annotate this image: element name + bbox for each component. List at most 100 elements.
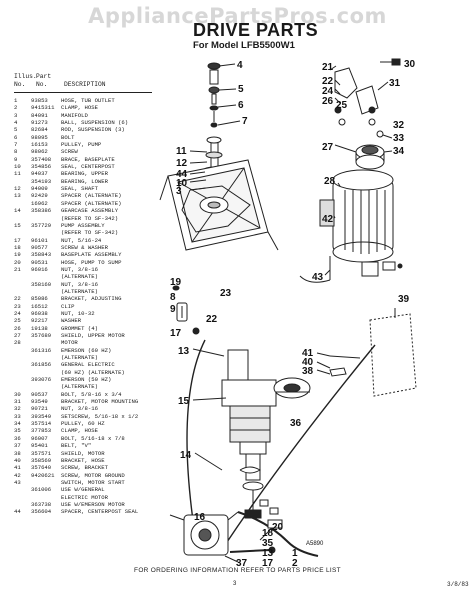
part-description: GENERAL ELECTRIC xyxy=(61,361,115,369)
part-number: 357689 xyxy=(31,332,52,339)
part-number: 96007 xyxy=(31,434,48,442)
part-description: SETSCREW, 5/16-18 x 1/2 xyxy=(61,412,139,420)
parts-list-row: (ALTERNATE) xyxy=(14,288,174,295)
part-number: 95401 xyxy=(31,442,48,450)
callout-22-top: 22 xyxy=(322,76,334,87)
illus-number: 26 xyxy=(14,324,21,332)
callout-12: 12 xyxy=(176,158,188,169)
col-description: DESCRIPTION xyxy=(64,81,106,88)
callout-39: 39 xyxy=(398,294,410,305)
part-number: 98095 xyxy=(31,133,48,141)
illus-number: 10 xyxy=(14,163,21,171)
callout-36: 36 xyxy=(290,418,302,429)
part-description: EMERSON (50 HZ) xyxy=(61,376,112,384)
part-description: BOLT, 5/8-16 x 3/4 xyxy=(61,390,122,398)
illus-number: 44 xyxy=(14,508,21,516)
header-divider xyxy=(14,92,152,93)
part-description: (REFER TO SF-342) xyxy=(61,229,119,237)
part-number: 357640 xyxy=(31,464,52,472)
illus-number: 27 xyxy=(14,332,21,339)
parts-list-row: ELECTRIC MOTOR xyxy=(14,494,174,501)
part-description: (60 HZ) (ALTERNATE) xyxy=(61,368,125,376)
document-code: 3/8/83 xyxy=(447,581,469,588)
callout-9: 9 xyxy=(170,304,176,315)
part-number: 93853 xyxy=(31,97,48,104)
model-subtitle: For Model LFB5500W1 xyxy=(193,40,295,51)
callout-23: 23 xyxy=(220,288,232,299)
part-description: EMERSON (60 HZ) xyxy=(61,346,112,354)
part-description: BALL, SUSPENSION (6) xyxy=(61,119,129,127)
part-description: BOLT, 5/16-18 x 7/8 xyxy=(61,434,125,442)
figure-ref-code: A5890 xyxy=(306,541,324,547)
part-number: 16512 xyxy=(31,302,48,310)
illus-number: 23 xyxy=(14,302,21,310)
part-number: 85086 xyxy=(31,295,48,303)
callout-34: 34 xyxy=(393,146,405,157)
illus-number: 11 xyxy=(14,170,21,178)
illus-number: 6 xyxy=(14,133,18,141)
parts-list-row: (ALTERNATE) xyxy=(14,354,174,361)
part-number: 90531 xyxy=(31,258,48,266)
part-description: BELT, "V" xyxy=(61,442,92,450)
parts-list-row: (ALTERNATE) xyxy=(14,273,174,280)
part-description: BRACE, BASEPLATE xyxy=(61,155,115,163)
part-description: SHIELD, MOTOR xyxy=(61,449,105,457)
part-number: 94037 xyxy=(31,170,48,178)
illus-number: 14 xyxy=(14,207,21,215)
part-description: BRACKET, MOTOR MOUNTING xyxy=(61,398,139,406)
illus-number: 5 xyxy=(14,126,18,134)
part-description: NUT, 10-32 xyxy=(61,309,95,317)
callout-4: 4 xyxy=(237,60,243,71)
ordering-note: FOR ORDERING INFORMATION REFER TO PARTS … xyxy=(134,567,341,574)
part-description: GROMMET (4) xyxy=(61,324,98,332)
part-description: MANIFOLD xyxy=(61,111,88,119)
part-description: HOSE, PUMP TO SUMP xyxy=(61,258,122,266)
part-description: SPACER (ALTERNATE) xyxy=(61,199,122,207)
callout-5: 5 xyxy=(238,84,244,95)
part-description: GEARCASE ASSEMBLY xyxy=(61,207,119,215)
illus-number: 31 xyxy=(14,398,21,406)
callout-21: 21 xyxy=(322,62,334,73)
part-number: 92217 xyxy=(31,317,48,325)
part-description: BEARING, LOWER xyxy=(61,177,108,185)
part-description: SCREW & WASHER xyxy=(61,243,108,251)
callout-11: 11 xyxy=(176,146,187,157)
part-description: (ALTERNATE) xyxy=(61,273,98,281)
illus-number: 43 xyxy=(14,478,21,486)
col-illus-no: No. xyxy=(14,81,26,88)
callout-30: 30 xyxy=(404,59,416,70)
part-description: CLIP xyxy=(61,302,75,310)
callout-35: 35 xyxy=(262,538,274,549)
part-description: SEAL, SHAFT xyxy=(61,185,98,193)
part-number: 357514 xyxy=(31,420,52,428)
part-number: 363738 xyxy=(31,500,52,508)
callout-10: 10 xyxy=(176,178,188,189)
part-number: 356604 xyxy=(31,508,52,516)
col-part-top: Part xyxy=(36,73,52,80)
parts-list-row: 36 96007 BOLT, 5/16-18 x 7/8 xyxy=(14,435,174,442)
callout-16: 16 xyxy=(194,512,206,523)
callout-8: 8 xyxy=(170,292,176,303)
callout-25: 25 xyxy=(336,100,348,111)
callout-17-upper: 17 xyxy=(170,328,182,339)
watermark: AppliancePartsPros.com xyxy=(88,4,387,28)
illus-number: 36 xyxy=(14,434,21,442)
part-description: NUT, 3/8-16 xyxy=(61,265,98,273)
callout-31: 31 xyxy=(389,78,401,89)
illus-number: 18 xyxy=(14,243,21,251)
parts-list-row: (ALTERNATE) xyxy=(14,383,174,390)
